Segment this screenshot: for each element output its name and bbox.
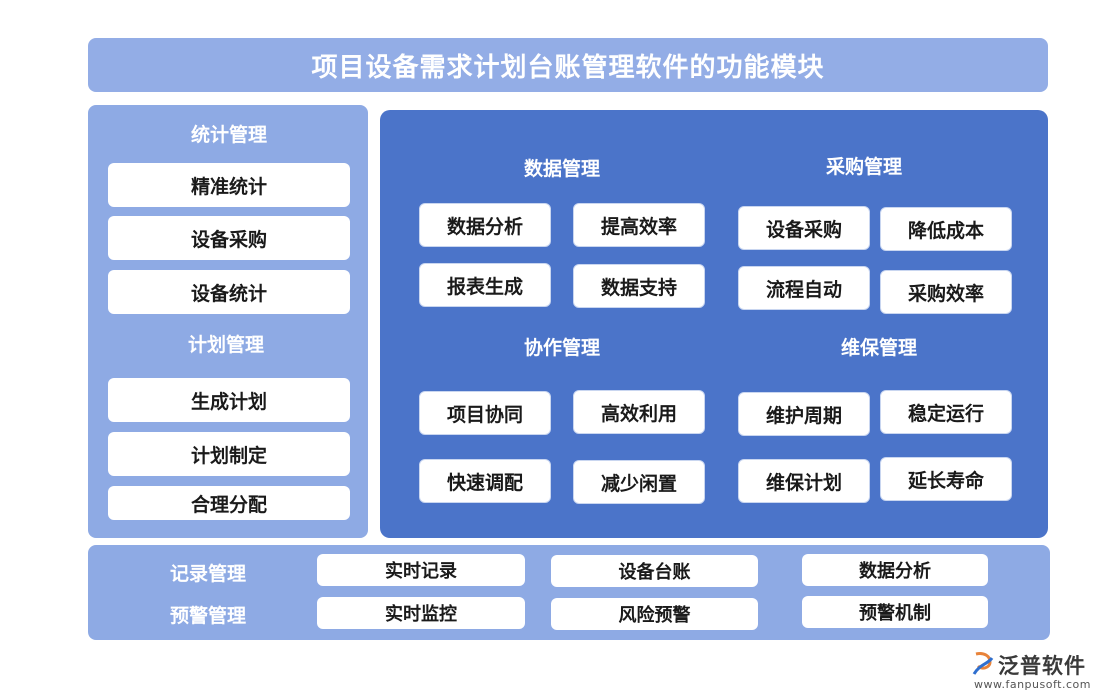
record-item: 数据分析 (802, 554, 988, 586)
warning-item: 风险预警 (551, 598, 758, 630)
purchase-mgmt-item: 流程自动 (738, 266, 870, 310)
maint-mgmt-item: 维护周期 (738, 392, 870, 436)
brand-url: www.fanpusoft.com (974, 678, 1091, 691)
plan-item: 计划制定 (108, 432, 350, 476)
maint-mgmt-item: 稳定运行 (880, 390, 1012, 434)
maint-mgmt-item: 延长寿命 (880, 457, 1012, 501)
record-item: 设备台账 (551, 555, 758, 587)
purchase-mgmt-item: 降低成本 (880, 207, 1012, 251)
section-title-purchase: 采购管理 (825, 156, 902, 178)
collab-mgmt-item: 减少闲置 (573, 460, 705, 504)
stats-item: 设备统计 (108, 270, 350, 314)
warning-item: 实时监控 (317, 597, 525, 629)
data-mgmt-item: 数据支持 (573, 264, 705, 308)
fanpu-logo-icon (972, 652, 994, 675)
plan-item: 合理分配 (108, 486, 350, 520)
section-title-plan: 计划管理 (187, 334, 264, 356)
collab-mgmt-item: 快速调配 (419, 459, 551, 503)
record-item: 实时记录 (317, 554, 525, 586)
stats-item: 精准统计 (108, 163, 350, 207)
data-mgmt-item: 报表生成 (419, 263, 551, 307)
stats-item: 设备采购 (108, 216, 350, 260)
section-title-collab: 协作管理 (523, 337, 600, 359)
purchase-mgmt-item: 采购效率 (880, 270, 1012, 314)
section-title-record: 记录管理 (169, 563, 246, 585)
data-mgmt-item: 数据分析 (419, 203, 551, 247)
brand-name: 泛普软件 (998, 654, 1086, 678)
section-title-stats: 统计管理 (190, 124, 267, 146)
brand-logo: 泛普软件 www.fanpusoft.com (968, 648, 1092, 694)
collab-mgmt-item: 项目协同 (419, 391, 551, 435)
warning-item: 预警机制 (802, 596, 988, 628)
section-title-maint: 维保管理 (840, 337, 917, 359)
maint-mgmt-item: 维保计划 (738, 459, 870, 503)
collab-mgmt-item: 高效利用 (573, 390, 705, 434)
section-title-warning: 预警管理 (169, 605, 246, 627)
section-title-data: 数据管理 (523, 158, 600, 180)
plan-item: 生成计划 (108, 378, 350, 422)
data-mgmt-item: 提高效率 (573, 203, 705, 247)
purchase-mgmt-item: 设备采购 (738, 206, 870, 250)
diagram-title: 项目设备需求计划台账管理软件的功能模块 (88, 38, 1048, 92)
